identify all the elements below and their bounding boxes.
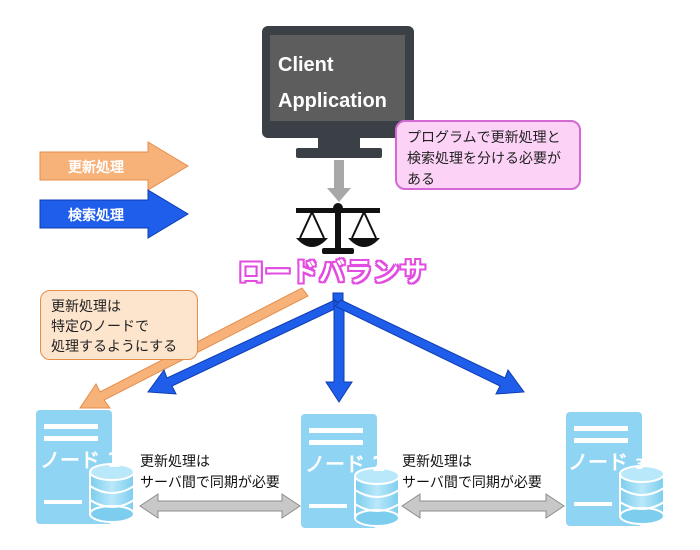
database-icon: [89, 463, 135, 523]
node-1-label: ノード 1: [40, 444, 121, 473]
update-note-line1: 更新処理は: [51, 299, 121, 315]
update-note-line3: 処理するようにする: [51, 339, 178, 355]
sync-note-2-line2: サーバ間で同期が必要: [402, 475, 542, 491]
sync-arrow-1-2: [139, 493, 301, 519]
node-3-label: ノード 3: [568, 446, 645, 475]
client-title-line1: Client: [278, 54, 334, 76]
monitor-icon: [262, 26, 414, 158]
client-note-line1: プログラムで更新処理と: [407, 130, 561, 146]
search-route-arrows: [147, 292, 525, 403]
node-2-number: 2: [371, 452, 386, 476]
sync-arrow-2-3: [401, 493, 565, 519]
legend-update-arrow: [39, 141, 189, 191]
sync-note-1: 更新処理は サーバ間で同期が必要: [140, 452, 280, 494]
scales-icon: [296, 203, 380, 254]
node-2-label: ノード 2: [305, 448, 386, 477]
node-2-label-text: ノード: [305, 452, 365, 476]
client-to-balancer-arrow: [327, 160, 351, 202]
sync-note-1-line1: 更新処理は: [140, 454, 210, 470]
sync-note-1-line2: サーバ間で同期が必要: [140, 475, 280, 491]
load-balancer-label: ロードバランサ: [238, 258, 428, 288]
client-title-line2: Application: [278, 90, 387, 112]
sync-note-2-line1: 更新処理は: [402, 454, 472, 470]
legend-search-arrow: [39, 189, 189, 239]
client-note-callout: プログラムで更新処理と 検索処理を分ける必要が ある: [395, 120, 581, 190]
sync-note-2: 更新処理は サーバ間で同期が必要: [402, 452, 542, 494]
legend-search-label: 検索処理: [68, 208, 124, 224]
legend-update-label: 更新処理: [68, 160, 124, 176]
node-3-label-text: ノード: [568, 450, 628, 474]
node-1-number: 1: [106, 448, 121, 472]
update-note-callout: 更新処理は 特定のノードで 処理するようにする: [40, 290, 198, 360]
client-note-line3: ある: [407, 172, 435, 188]
node-3-number: 3: [634, 457, 645, 473]
update-note-line2: 特定のノードで: [51, 319, 149, 335]
database-icon: [354, 467, 400, 527]
node-1-label-text: ノード: [40, 448, 100, 472]
client-note-line2: 検索処理を分ける必要が: [407, 151, 561, 167]
database-icon: [619, 465, 665, 525]
